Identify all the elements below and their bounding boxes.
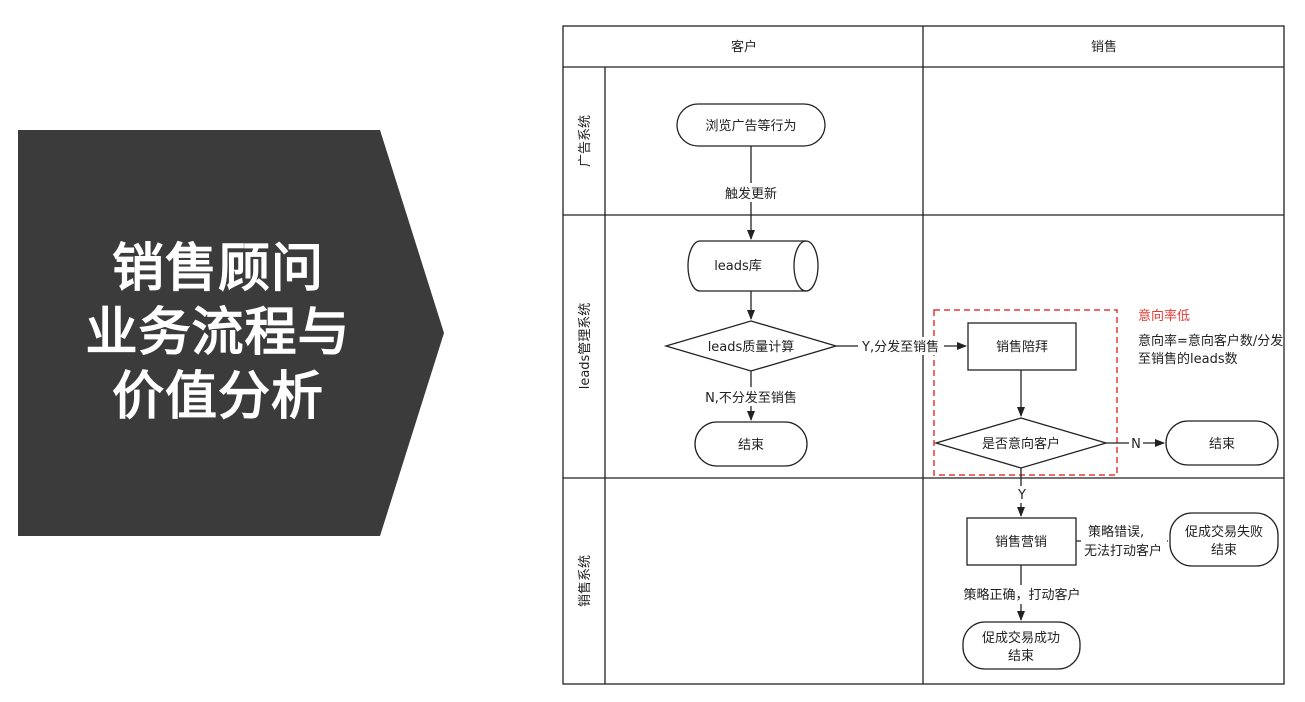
- banner-arrow-shape: [18, 130, 444, 536]
- node-success-end: [962, 621, 1081, 670]
- annotation-line-1: 意向率=意向客户数/分发: [1138, 333, 1283, 349]
- node-leads-db-label: leads库: [714, 258, 762, 274]
- edge-label-trigger: 触发更新: [725, 186, 777, 202]
- node-intent-label: 是否意向客户: [982, 436, 1060, 452]
- lane-label-ad-system: 广告系统: [578, 115, 593, 167]
- node-leads-db: [687, 240, 819, 292]
- node-fail-end-line-2: 结束: [1211, 543, 1237, 558]
- edge-label-yes: Y: [1017, 488, 1026, 503]
- edge-label-right: 策略正确，打动客户: [963, 587, 1080, 603]
- column-header-customer: 客户: [731, 39, 757, 55]
- edge-label-yes-assign: Y,分发至销售: [861, 339, 939, 355]
- node-visit-label: 销售陪拜: [996, 339, 1048, 355]
- annotation-title: 意向率低: [1138, 308, 1190, 324]
- title-line-2: 业务流程与: [85, 303, 351, 363]
- title-line-1: 销售顾问: [111, 239, 324, 299]
- node-end-2-label: 结束: [1209, 437, 1235, 452]
- node-fail-end: [1169, 512, 1279, 567]
- lane-label-sales-system: 销售系统: [577, 555, 593, 607]
- lane-label-leads-system: leads管理系统: [578, 303, 593, 390]
- edge-label-no-assign: N,不分发至销售: [705, 390, 797, 406]
- title-line-3: 价值分析: [111, 367, 324, 427]
- node-marketing-label: 销售营销: [995, 534, 1047, 550]
- column-header-sales: 销售: [1091, 39, 1117, 55]
- edge-label-no: N: [1131, 437, 1141, 452]
- node-browse-label: 浏览广告等行为: [705, 118, 796, 134]
- node-quality-label: leads质量计算: [708, 340, 795, 355]
- node-success-end-line-1: 促成交易成功: [982, 630, 1060, 646]
- annotation-line-2: 至销售的leads数: [1138, 351, 1238, 367]
- node-visit: [967, 322, 1077, 371]
- node-end-1: [694, 421, 808, 467]
- highlight-box: [933, 309, 1118, 476]
- title-block: 销售顾问 业务流程与 价值分析: [18, 130, 418, 536]
- edge-label-wrong-line-2: 无法打动客户: [1084, 543, 1162, 559]
- node-end-2: [1165, 420, 1279, 466]
- node-fail-end-line-1: 促成交易失败: [1185, 524, 1263, 540]
- edge-label-wrong-line-1: 策略错误,: [1088, 524, 1144, 540]
- node-end-1-label: 结束: [738, 438, 764, 453]
- node-success-end-line-2: 结束: [1008, 649, 1034, 664]
